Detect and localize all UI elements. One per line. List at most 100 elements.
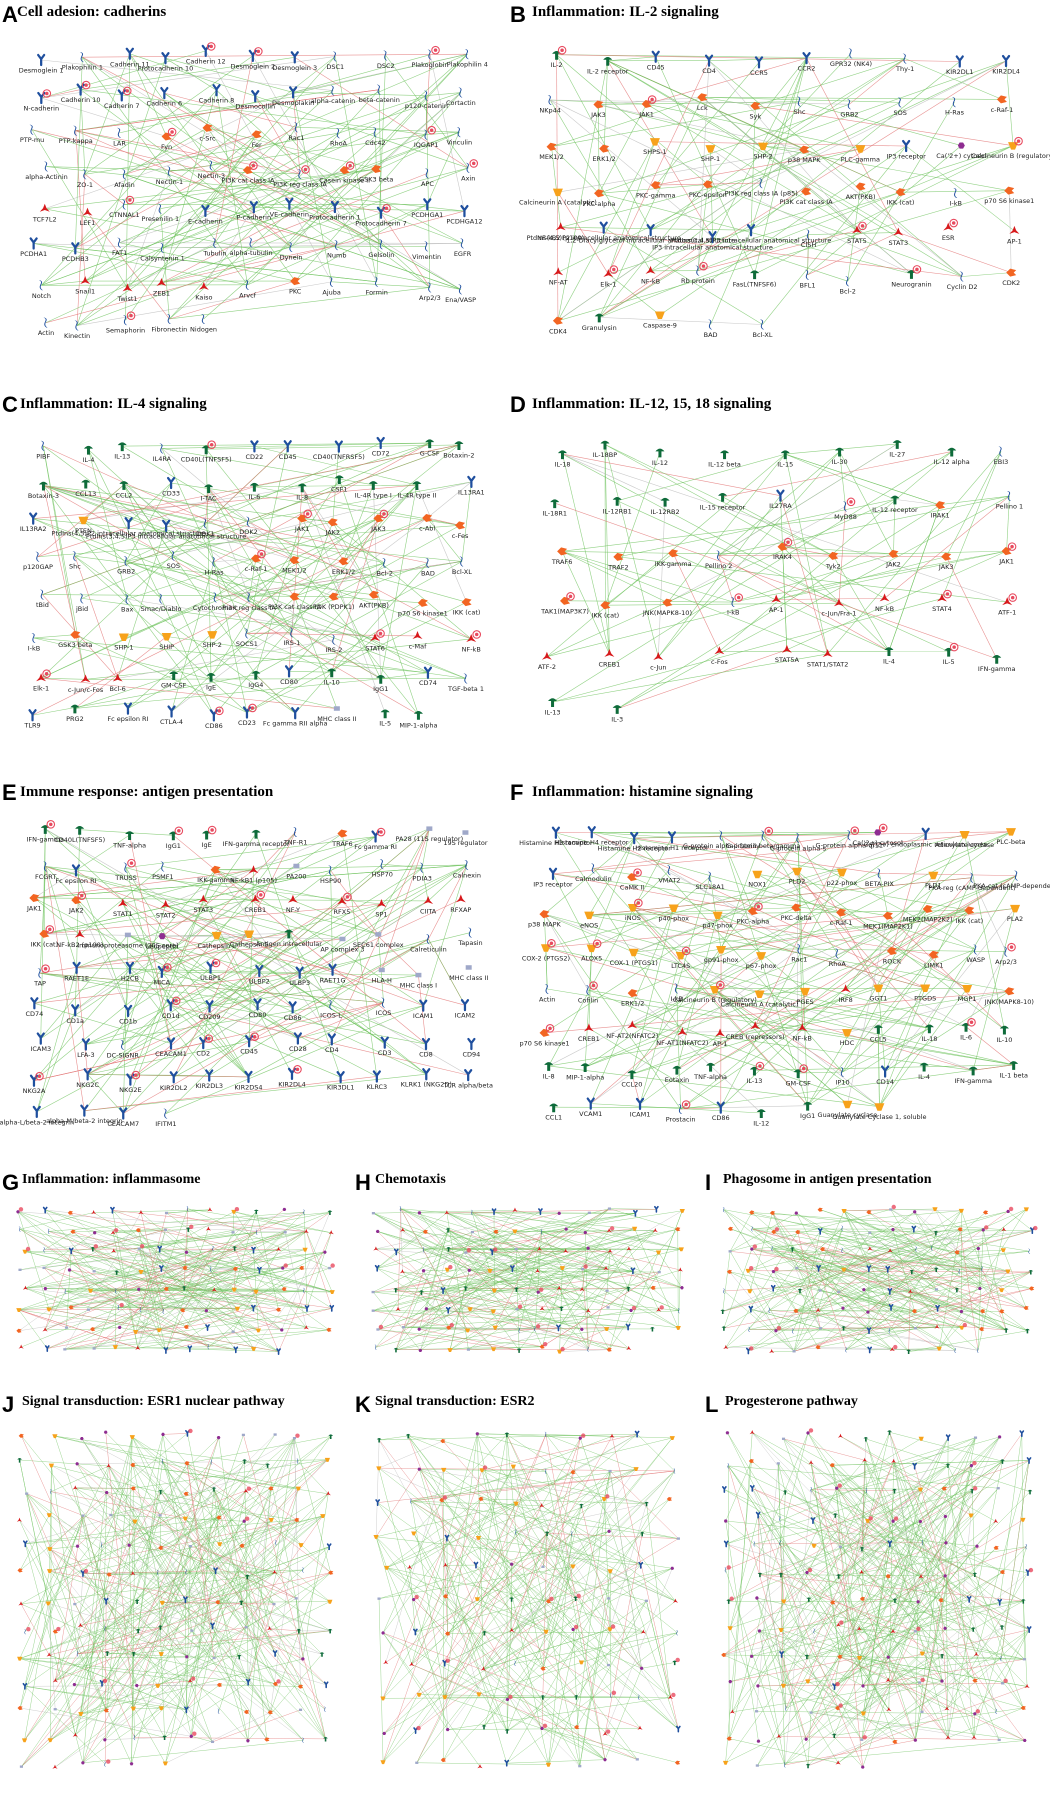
node-label: CREB1 bbox=[599, 660, 621, 668]
network-node: CD80 bbox=[280, 665, 298, 686]
interaction-edge bbox=[377, 1231, 589, 1312]
network-node bbox=[492, 1325, 498, 1330]
complex-icon bbox=[73, 1602, 77, 1606]
interaction-edge bbox=[722, 1290, 801, 1312]
kinase-icon bbox=[1004, 186, 1015, 195]
interaction-edge bbox=[556, 54, 709, 185]
target-marker-icon bbox=[681, 946, 691, 956]
target-marker-icon bbox=[283, 1263, 288, 1268]
interaction-edge bbox=[378, 1439, 446, 1566]
complex-icon bbox=[86, 1308, 91, 1311]
complex-icon bbox=[889, 1208, 893, 1211]
compound-icon bbox=[578, 1436, 583, 1440]
network-node bbox=[323, 1736, 328, 1742]
enzyme-icon bbox=[855, 145, 866, 153]
ligand-icon bbox=[947, 447, 957, 457]
interaction-edge bbox=[75, 1487, 216, 1571]
interaction-edge bbox=[251, 173, 428, 243]
interaction-edge bbox=[673, 876, 711, 909]
enzyme-icon bbox=[962, 984, 973, 993]
network-node: Granulysin bbox=[582, 313, 617, 332]
network-node bbox=[181, 1285, 187, 1291]
network-node bbox=[475, 1536, 482, 1540]
target-marker-icon bbox=[41, 964, 50, 973]
node-label: Thy-1 bbox=[895, 65, 914, 73]
interaction-edge bbox=[271, 1436, 331, 1520]
interaction-edge bbox=[134, 1657, 215, 1738]
interaction-edge bbox=[173, 481, 472, 556]
network-node: IP3 receptor bbox=[533, 867, 573, 888]
target-marker-icon bbox=[776, 1326, 782, 1331]
ligand-icon bbox=[327, 1210, 333, 1215]
ligand-icon bbox=[548, 698, 558, 707]
kinase-icon bbox=[328, 1570, 334, 1575]
tf-icon bbox=[336, 896, 347, 905]
interaction-edge bbox=[598, 104, 764, 147]
network-node bbox=[586, 1346, 590, 1352]
protein-icon bbox=[1028, 1248, 1031, 1254]
interaction-edge bbox=[171, 561, 215, 712]
interaction-edge bbox=[108, 1465, 271, 1713]
node-label: MICA bbox=[154, 978, 171, 986]
interaction-edge bbox=[72, 1231, 308, 1309]
compound-icon bbox=[134, 1683, 139, 1688]
protein-icon bbox=[533, 1326, 536, 1332]
interaction-edge bbox=[217, 1519, 272, 1603]
interaction-edge bbox=[557, 141, 656, 321]
panel-h: H Chemotaxis bbox=[355, 1168, 700, 1378]
kinase-icon bbox=[440, 1438, 446, 1444]
network-node bbox=[253, 1289, 259, 1294]
network-node: Cadherin 12 bbox=[186, 42, 226, 65]
network-node bbox=[376, 1437, 382, 1443]
interaction-edge bbox=[191, 1736, 213, 1743]
network-node: Arvcf bbox=[239, 279, 257, 299]
interaction-edge bbox=[863, 1289, 938, 1309]
network-node: gp91-phox bbox=[704, 946, 739, 964]
node-label: KIR2DL4 bbox=[992, 68, 1020, 76]
kinase-icon bbox=[600, 601, 611, 610]
target-marker-icon bbox=[482, 1465, 488, 1470]
node-label: Tubulin bbox=[202, 249, 226, 257]
interaction-edge bbox=[33, 518, 462, 562]
protein-icon bbox=[157, 203, 162, 214]
network-node bbox=[212, 1656, 216, 1660]
kinase-icon bbox=[52, 1629, 58, 1634]
target-marker-icon bbox=[102, 1678, 108, 1684]
tf-icon bbox=[117, 898, 128, 907]
interaction-edge bbox=[127, 933, 250, 1012]
network-node bbox=[633, 1467, 639, 1471]
network-node: p22-phox bbox=[827, 868, 857, 887]
target-marker-icon bbox=[984, 1225, 989, 1230]
interaction-edge bbox=[140, 1271, 308, 1309]
node-label: SHPS-1 bbox=[643, 148, 667, 156]
complex-icon bbox=[401, 1326, 406, 1329]
node-label: IL-18R1 bbox=[542, 510, 567, 518]
target-marker-dot bbox=[45, 91, 49, 96]
interaction-edge bbox=[377, 1213, 636, 1269]
network-node bbox=[539, 1306, 545, 1311]
network-node: LAR bbox=[113, 127, 126, 147]
network-node bbox=[512, 1229, 518, 1234]
node-label: Calnexin bbox=[453, 871, 481, 879]
network-node: IL-13 bbox=[746, 1061, 765, 1085]
interaction-edge bbox=[868, 1248, 979, 1269]
interaction-edge bbox=[42, 445, 76, 635]
network-node: Cytochrome c bbox=[193, 592, 238, 612]
target-marker-dot bbox=[207, 1036, 211, 1041]
interaction-edge bbox=[448, 1248, 518, 1310]
interaction-edge bbox=[447, 1229, 632, 1311]
protein-icon bbox=[293, 122, 298, 133]
kinase-icon bbox=[67, 1210, 73, 1215]
compound-icon bbox=[417, 1467, 422, 1471]
network-node: HSP90 bbox=[320, 865, 341, 885]
network-node bbox=[844, 1347, 848, 1353]
receptor-icon bbox=[166, 476, 176, 490]
tf-icon bbox=[943, 222, 954, 231]
interaction-edge bbox=[33, 518, 467, 679]
interaction-edge bbox=[655, 56, 755, 275]
interaction-edge bbox=[483, 1437, 673, 1670]
target-marker-icon bbox=[634, 898, 643, 908]
ligand-icon bbox=[249, 482, 259, 492]
interaction-edge bbox=[847, 915, 889, 1105]
node-label: CD45 bbox=[279, 453, 297, 461]
